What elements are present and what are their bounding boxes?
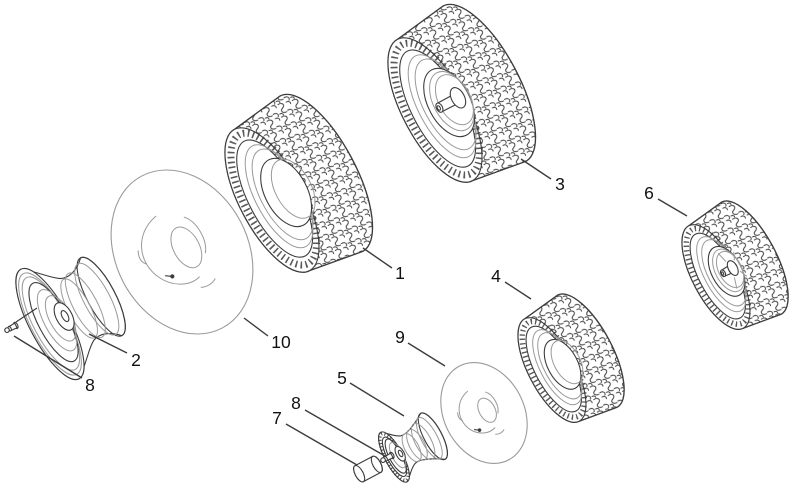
tire-part-4	[517, 293, 625, 424]
valve-stem-part-8-bottom	[380, 451, 395, 463]
sidewall-contour	[696, 236, 747, 313]
tube-center-oval	[170, 226, 203, 269]
callout-4-label: 4	[491, 266, 501, 286]
callout-8-bottom-label: 8	[291, 393, 301, 413]
hub-bore	[720, 271, 725, 276]
callout-6-label: 6	[644, 183, 654, 203]
rim-hub	[394, 445, 406, 462]
rim-barrel-ring	[406, 428, 428, 461]
valve-stem-part-8-left	[4, 321, 19, 333]
callout-2-label: 2	[131, 350, 141, 370]
leader-line-2	[88, 333, 128, 354]
callout-7-label: 7	[272, 408, 282, 428]
tube-crease	[495, 429, 505, 435]
tube-valve-stem-tip	[474, 429, 480, 431]
tire-part-1	[224, 93, 374, 273]
leader-line-1	[362, 247, 393, 269]
rim-barrel-ring	[410, 422, 436, 461]
leader-line-3	[520, 158, 552, 180]
leader-line-8-bottom	[304, 409, 386, 457]
valve-to-rim-assembly-line	[15, 307, 38, 323]
leader-line-7	[285, 423, 358, 466]
rim-hub	[53, 302, 75, 331]
callout-8-left-label: 8	[85, 375, 95, 395]
tube-fold-curve	[485, 391, 499, 414]
bead-opening	[543, 338, 582, 390]
rim-ring	[715, 250, 745, 289]
bead-inner-edge	[550, 339, 584, 385]
wheel-rim-part-5	[378, 412, 448, 483]
tube-valve-stem	[170, 274, 175, 279]
tube-valve-stem-tip	[165, 275, 173, 277]
tube-outline	[110, 169, 254, 335]
rim-spoke	[733, 277, 738, 289]
tube-crease	[137, 250, 147, 265]
wheel-rim-part-2	[15, 256, 126, 381]
rim-back-flange	[417, 412, 448, 461]
cap-part-7	[353, 455, 383, 483]
wheel-assembly-part-3	[387, 3, 537, 183]
rim-barrel-ring	[64, 272, 106, 339]
inner-tube-part-9	[440, 362, 528, 464]
callout-1-label: 1	[395, 263, 405, 283]
leader-line-9	[407, 342, 446, 367]
tube-crease	[200, 278, 216, 288]
callout-3-label: 3	[555, 174, 565, 194]
rim-spoke	[717, 252, 727, 262]
axle-bore	[436, 105, 442, 111]
sidewall-contour	[532, 329, 583, 406]
hub	[726, 260, 739, 277]
hub	[449, 87, 467, 109]
rim-barrel-ring	[401, 433, 422, 463]
leader-line-8-left	[13, 335, 83, 379]
rim-spoke	[739, 270, 748, 277]
rim-hub-bore	[60, 309, 70, 323]
tube-fold-curve	[458, 390, 496, 434]
rim-barrel-ring	[415, 417, 443, 460]
callout-5-label: 5	[337, 368, 347, 388]
bead-opening	[260, 157, 313, 228]
leader-line-4	[504, 281, 532, 300]
leader-line-10	[243, 317, 269, 337]
callout-9-label: 9	[395, 327, 405, 347]
tube-fold-curve	[141, 215, 200, 285]
callout-10-label: 10	[271, 332, 291, 352]
valve-cap	[380, 457, 386, 463]
wheel-assembly-part-6	[681, 200, 789, 331]
rim-hub-bore	[397, 449, 404, 458]
tube-outline	[440, 362, 528, 464]
rim-barrel-ring	[60, 278, 98, 339]
rim-barrel-ring	[74, 262, 120, 336]
bead-inner-edge	[270, 158, 316, 219]
tube-fold-curve	[183, 216, 207, 254]
cap-open-end	[370, 455, 383, 474]
tube-crease	[457, 412, 464, 422]
inner-tube-part-10	[110, 169, 254, 335]
rim-spoke	[733, 251, 735, 261]
valve-cap	[4, 327, 10, 333]
cap-front-face	[353, 464, 366, 483]
leader-line-5	[349, 382, 405, 417]
leader-line-6	[657, 198, 688, 217]
tube-center-oval	[477, 397, 497, 423]
